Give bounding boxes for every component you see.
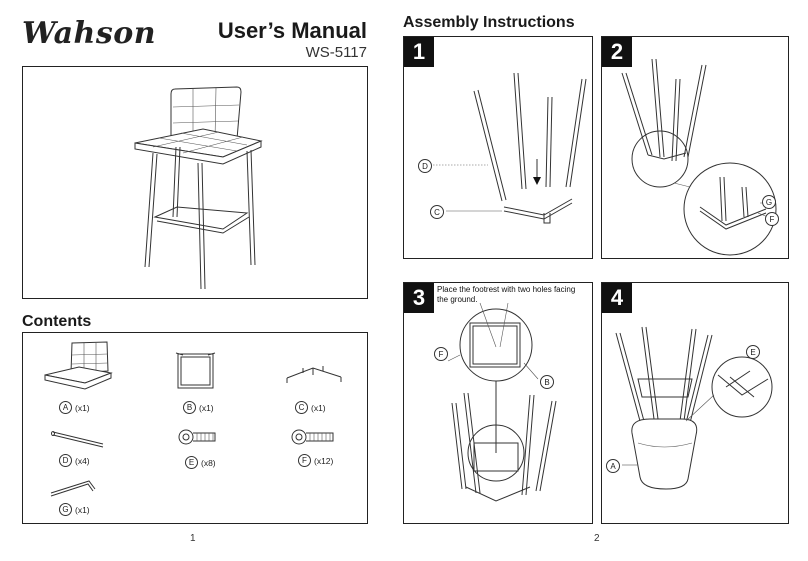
contents-illustrations <box>44 341 342 497</box>
step-4-illustration <box>615 326 773 490</box>
part-label-f: F(x12) <box>298 454 333 467</box>
page-number-right: 2 <box>594 533 600 544</box>
contents-title: Contents <box>22 313 92 330</box>
product-image-panel <box>22 66 368 299</box>
step-3-number: 3 <box>404 283 434 313</box>
page-number-left: 1 <box>190 533 196 544</box>
seat-cushion-icon <box>44 341 113 390</box>
bar-stool-illustration <box>134 86 263 290</box>
step-4-number: 4 <box>602 283 632 313</box>
step-2-number: 2 <box>602 37 632 67</box>
manual-title: User’s Manual <box>217 18 367 43</box>
contents-panel: A(x1) B(x1) C(x1) D(x4) E(x8) F(x12) G(x… <box>22 332 368 524</box>
step-1-number: 1 <box>404 37 434 67</box>
step-4-callout-e: E <box>746 345 760 359</box>
step-3-illustration <box>447 302 557 502</box>
step-3-panel: 3 Place the footrest with two holes faci… <box>403 282 593 524</box>
brand-logo: Wahson <box>22 16 157 51</box>
bolt-icon <box>178 429 216 445</box>
step-1-panel: 1 D C <box>403 36 593 259</box>
bracket-icon <box>286 366 342 383</box>
step-2-callout-f: F <box>765 212 779 226</box>
step-1-callout-c: C <box>430 205 444 219</box>
part-label-c: C(x1) <box>295 401 326 414</box>
leg-tube-icon <box>51 431 104 448</box>
part-label-d: D(x4) <box>59 454 90 467</box>
assembly-title: Assembly Instructions <box>403 14 575 31</box>
part-label-b: B(x1) <box>183 401 214 414</box>
step-4-callout-a: A <box>606 459 620 473</box>
step-2-panel: 2 G F <box>601 36 789 259</box>
bolt-icon-long <box>291 429 334 445</box>
step-1-illustration <box>430 72 587 224</box>
part-label-a: A(x1) <box>59 401 90 414</box>
step-3-callout-b: B <box>540 375 554 389</box>
step-3-callout-f: F <box>434 347 448 361</box>
step-1-callout-d: D <box>418 159 432 173</box>
model-number: WS-5117 <box>305 44 367 61</box>
part-label-g: G(x1) <box>59 503 90 516</box>
allen-key-icon <box>50 480 96 497</box>
part-label-e: E(x8) <box>185 456 216 469</box>
step-2-callout-g: G <box>762 195 776 209</box>
step-2-illustration <box>621 58 777 256</box>
step-4-panel: 4 E A <box>601 282 789 524</box>
footrest-icon <box>175 352 216 389</box>
step-3-note: Place the footrest with two holes facing… <box>437 285 576 304</box>
